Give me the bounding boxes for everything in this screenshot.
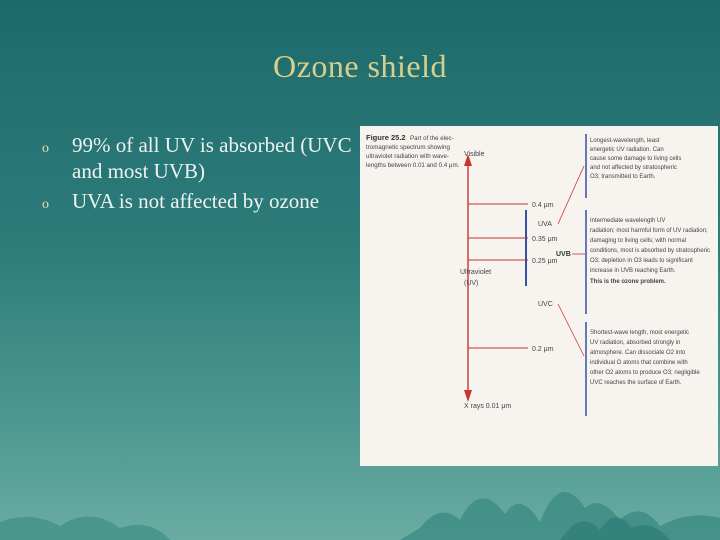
bullet-text: UVA is not affected by ozone — [72, 189, 320, 213]
note-uva: Longest-wavelength, least energetic UV r… — [590, 138, 683, 180]
seaweed-decoration — [0, 491, 720, 540]
bullet-item: o UVA is not affected by ozone — [42, 188, 362, 214]
label-xrays: X rays 0.01 μm — [464, 403, 511, 410]
arrow-down-icon — [464, 390, 472, 402]
label-ultraviolet: Ultraviolet (UV) — [460, 269, 493, 287]
note-uvb: Intermediate wavelength UV radiation; mo… — [590, 218, 712, 285]
label-uvb: UVB — [556, 251, 571, 258]
bullet-marker: o — [42, 141, 49, 156]
bullet-marker: o — [42, 197, 49, 212]
uv-spectrum-figure: Figure 25.2 Part of the elec- tromagneti… — [360, 126, 718, 466]
arrow-up-icon — [464, 154, 472, 166]
bullet-item: o 99% of all UV is absorbed (UVC and mos… — [42, 132, 362, 184]
connector-uva — [557, 165, 585, 225]
connector-uvc — [557, 303, 585, 357]
figure-caption-text: Part of the elec- tromagnetic spectrum s… — [366, 135, 460, 169]
slide-title: Ozone shield — [273, 48, 447, 84]
bullet-text: 99% of all UV is absorbed (UVC and most … — [72, 133, 352, 183]
bullet-list: o 99% of all UV is absorbed (UVC and mos… — [42, 132, 362, 218]
label-04um: 0.4 μm — [532, 202, 554, 209]
label-uvc: UVC — [538, 301, 553, 308]
label-025um: 0.25 μm — [532, 258, 558, 265]
label-02um: 0.2 μm — [532, 346, 554, 353]
figure-caption-title: Figure 25.2 — [366, 133, 406, 142]
label-uva: UVA — [538, 221, 552, 228]
label-visible: Visible — [464, 151, 485, 158]
note-uvc: Shortest-wave length, most energetic UV … — [590, 330, 701, 386]
label-035um: 0.35 μm — [532, 236, 558, 243]
